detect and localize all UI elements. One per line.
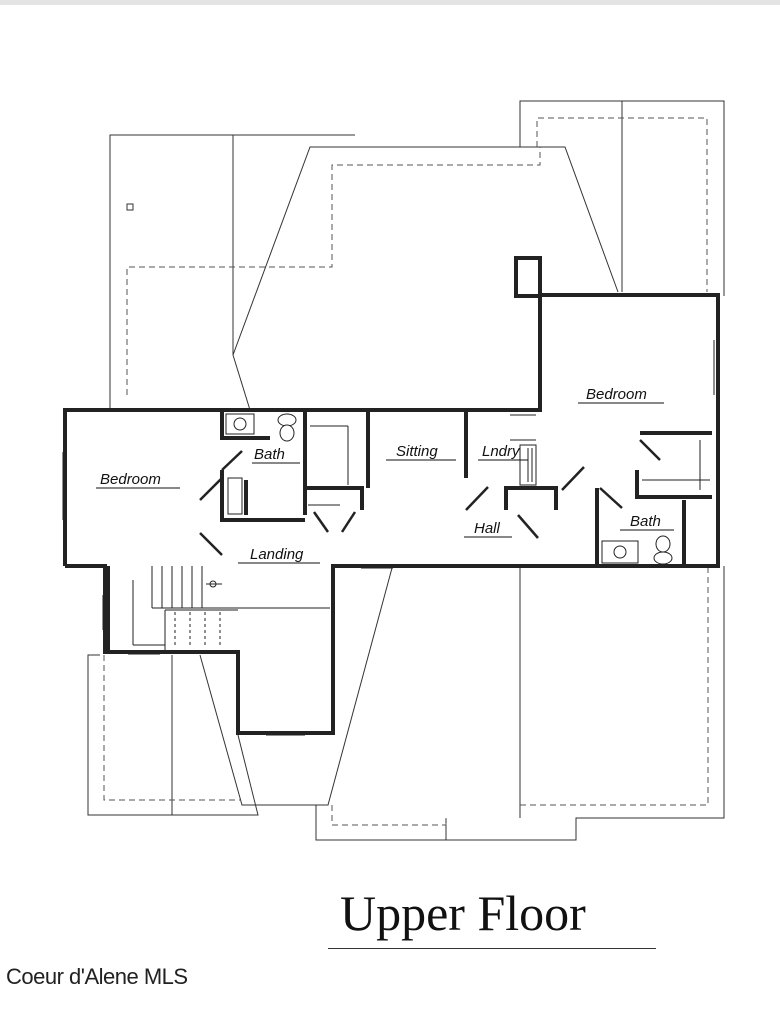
doors [199, 439, 661, 556]
label-hall: Hall [474, 520, 501, 537]
label-landing: Landing [250, 546, 304, 563]
label-bedroom-right: Bedroom [586, 386, 647, 403]
stairs [151, 566, 330, 650]
plan-title: Upper Floor [340, 885, 586, 941]
exterior-walls [63, 256, 720, 735]
label-laundry: Lndry [482, 443, 521, 460]
label-sitting: Sitting [396, 443, 438, 460]
label-bath-right: Bath [630, 513, 661, 530]
room-labels: Bedroom Bath Sitting Lndry Bedroom Hall … [96, 386, 674, 564]
interior-walls [106, 410, 712, 652]
overhang-lines [103, 117, 709, 826]
label-bedroom-left: Bedroom [100, 471, 161, 488]
top-strip [0, 0, 780, 5]
roof-outlines [87, 100, 725, 841]
fixtures [225, 413, 673, 565]
title-underline [328, 948, 656, 949]
watermark: Coeur d'Alene MLS [6, 964, 188, 989]
label-bath-left: Bath [254, 446, 285, 463]
wall-details [62, 340, 715, 736]
